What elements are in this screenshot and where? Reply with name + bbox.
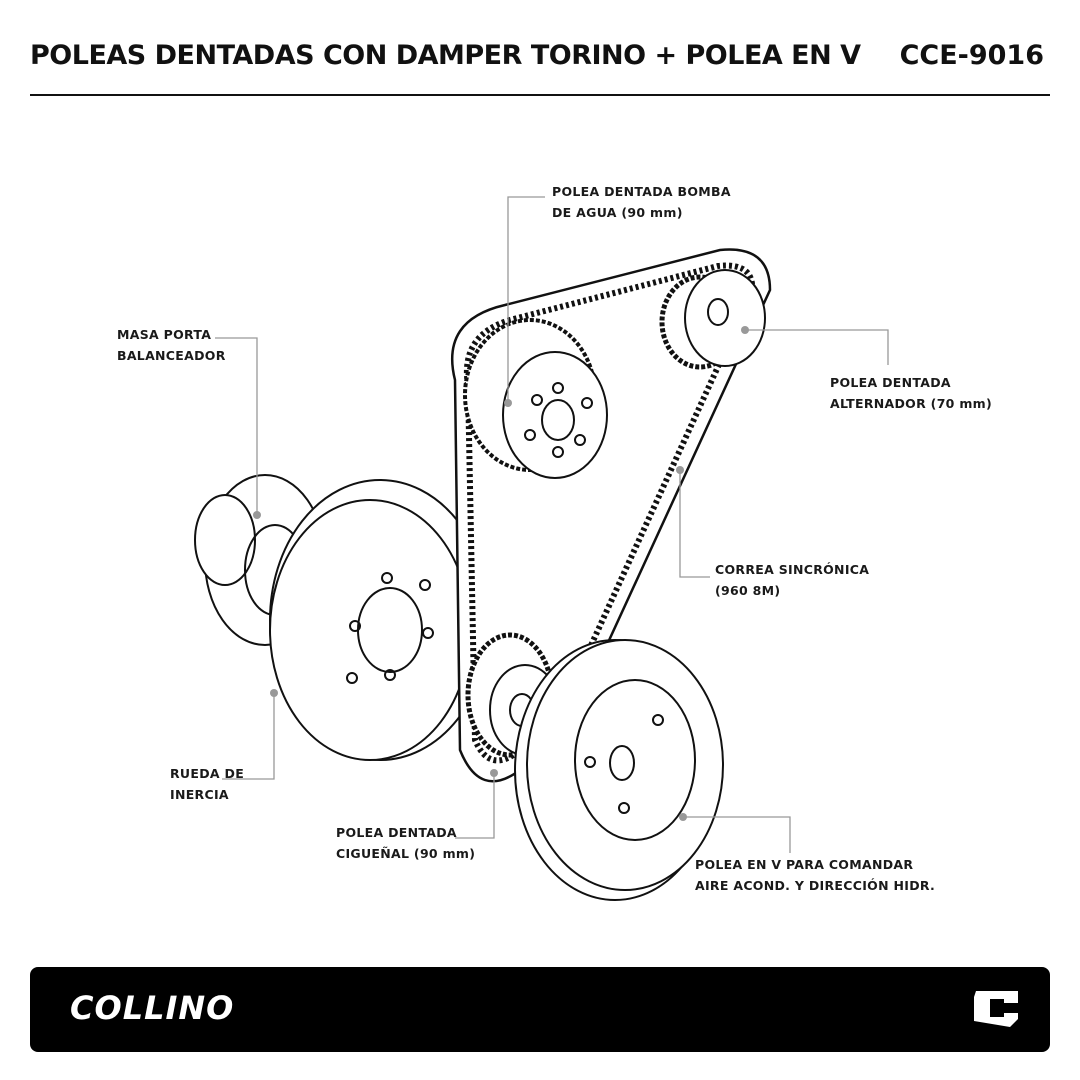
label-line: BALANCEADOR — [117, 348, 226, 363]
label-belt: CORREA SINCRÓNICA (960 8M) — [715, 559, 869, 601]
header-divider — [30, 94, 1050, 96]
water-pump-pulley-drawing — [463, 318, 608, 479]
label-line: RUEDA DE — [170, 766, 245, 781]
label-line: (960 8M) — [715, 583, 781, 598]
label-line: POLEA EN V PARA COMANDAR — [695, 857, 914, 872]
alternator-pulley-drawing — [659, 269, 766, 370]
label-flywheel: RUEDA DE INERCIA — [170, 763, 244, 805]
label-line: INERCIA — [170, 787, 229, 802]
label-line: ALTERNADOR (70 mm) — [830, 396, 992, 411]
label-water-pump-pulley: POLEA DENTADA BOMBA DE AGUA (90 mm) — [552, 181, 731, 223]
label-line: POLEA DENTADA BOMBA — [552, 184, 731, 199]
label-hub: MASA PORTA BALANCEADOR — [117, 324, 226, 366]
footer-bar: COLLINO — [30, 967, 1050, 1052]
brand-logo: COLLINO — [70, 989, 235, 1027]
label-crank-pulley: POLEA DENTADA CIGUEÑAL (90 mm) — [336, 822, 475, 864]
product-code: CCE-9016 — [899, 40, 1044, 71]
v-pulley-drawing — [514, 639, 724, 901]
label-alternator-pulley: POLEA DENTADA ALTERNADOR (70 mm) — [830, 372, 992, 414]
label-v-pulley: POLEA EN V PARA COMANDAR AIRE ACOND. Y D… — [695, 854, 935, 896]
label-line: AIRE ACOND. Y DIRECCIÓN HIDR. — [695, 878, 936, 893]
label-line: POLEA DENTADA — [830, 375, 951, 390]
leader-lines — [215, 196, 889, 853]
page-title: POLEAS DENTADAS CON DAMPER TORINO + POLE… — [30, 40, 861, 71]
label-line: CORREA SINCRÓNICA — [715, 562, 870, 577]
label-line: POLEA DENTADA — [336, 825, 457, 840]
leader-dots — [253, 326, 749, 821]
label-line: DE AGUA (90 mm) — [552, 205, 683, 220]
flywheel-drawing — [194, 474, 491, 761]
label-line: CIGUEÑAL (90 mm) — [336, 846, 476, 861]
label-line: MASA PORTA — [117, 327, 212, 342]
brand-c-icon — [974, 991, 1018, 1027]
